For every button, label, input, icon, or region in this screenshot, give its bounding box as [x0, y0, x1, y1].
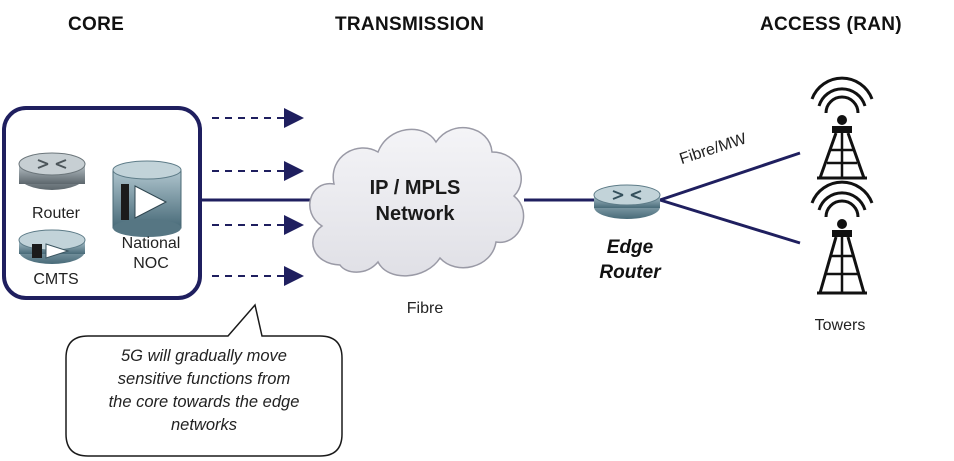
header-core: CORE [68, 14, 125, 35]
edge-router-icon [593, 184, 661, 219]
edge-router-label-line2: Router [599, 262, 661, 283]
cloud-label: IP / MPLS Network [340, 175, 490, 227]
callout-bubble [65, 303, 343, 457]
cloud-label-line2: Network [375, 203, 455, 225]
cmts-label: CMTS [33, 271, 79, 288]
fibre-label: Fibre [406, 300, 444, 317]
towers-label: Towers [814, 317, 866, 334]
callout-line1: 5G will gradually move [121, 347, 287, 365]
router-label: Router [31, 205, 81, 222]
callout-line4: networks [170, 416, 238, 434]
connection-lines [200, 151, 801, 245]
noc-label-line2: NOC [133, 255, 169, 272]
callout-line3: the core towards the edge [108, 393, 300, 411]
header-access: ACCESS (RAN) [760, 14, 902, 35]
edge-router-label-line1: Edge [606, 237, 654, 258]
edge-router-label: Edge Router [580, 235, 680, 285]
header-transmission: TRANSMISSION [335, 14, 485, 35]
callout-text: 5G will gradually move sensitive functio… [70, 345, 338, 437]
cmts-icon [18, 229, 86, 264]
dashed-arrows [212, 108, 304, 286]
tower-icon [810, 180, 874, 295]
cloud-icon [309, 126, 525, 277]
tower-icon [810, 76, 874, 180]
noc-label: National NOC [106, 234, 196, 274]
cloud-label-line1: IP / MPLS [369, 177, 461, 199]
noc-label-line1: National [121, 235, 181, 252]
router-icon [18, 152, 86, 190]
noc-server-icon [112, 160, 182, 237]
callout-line2: sensitive functions from [117, 370, 291, 388]
